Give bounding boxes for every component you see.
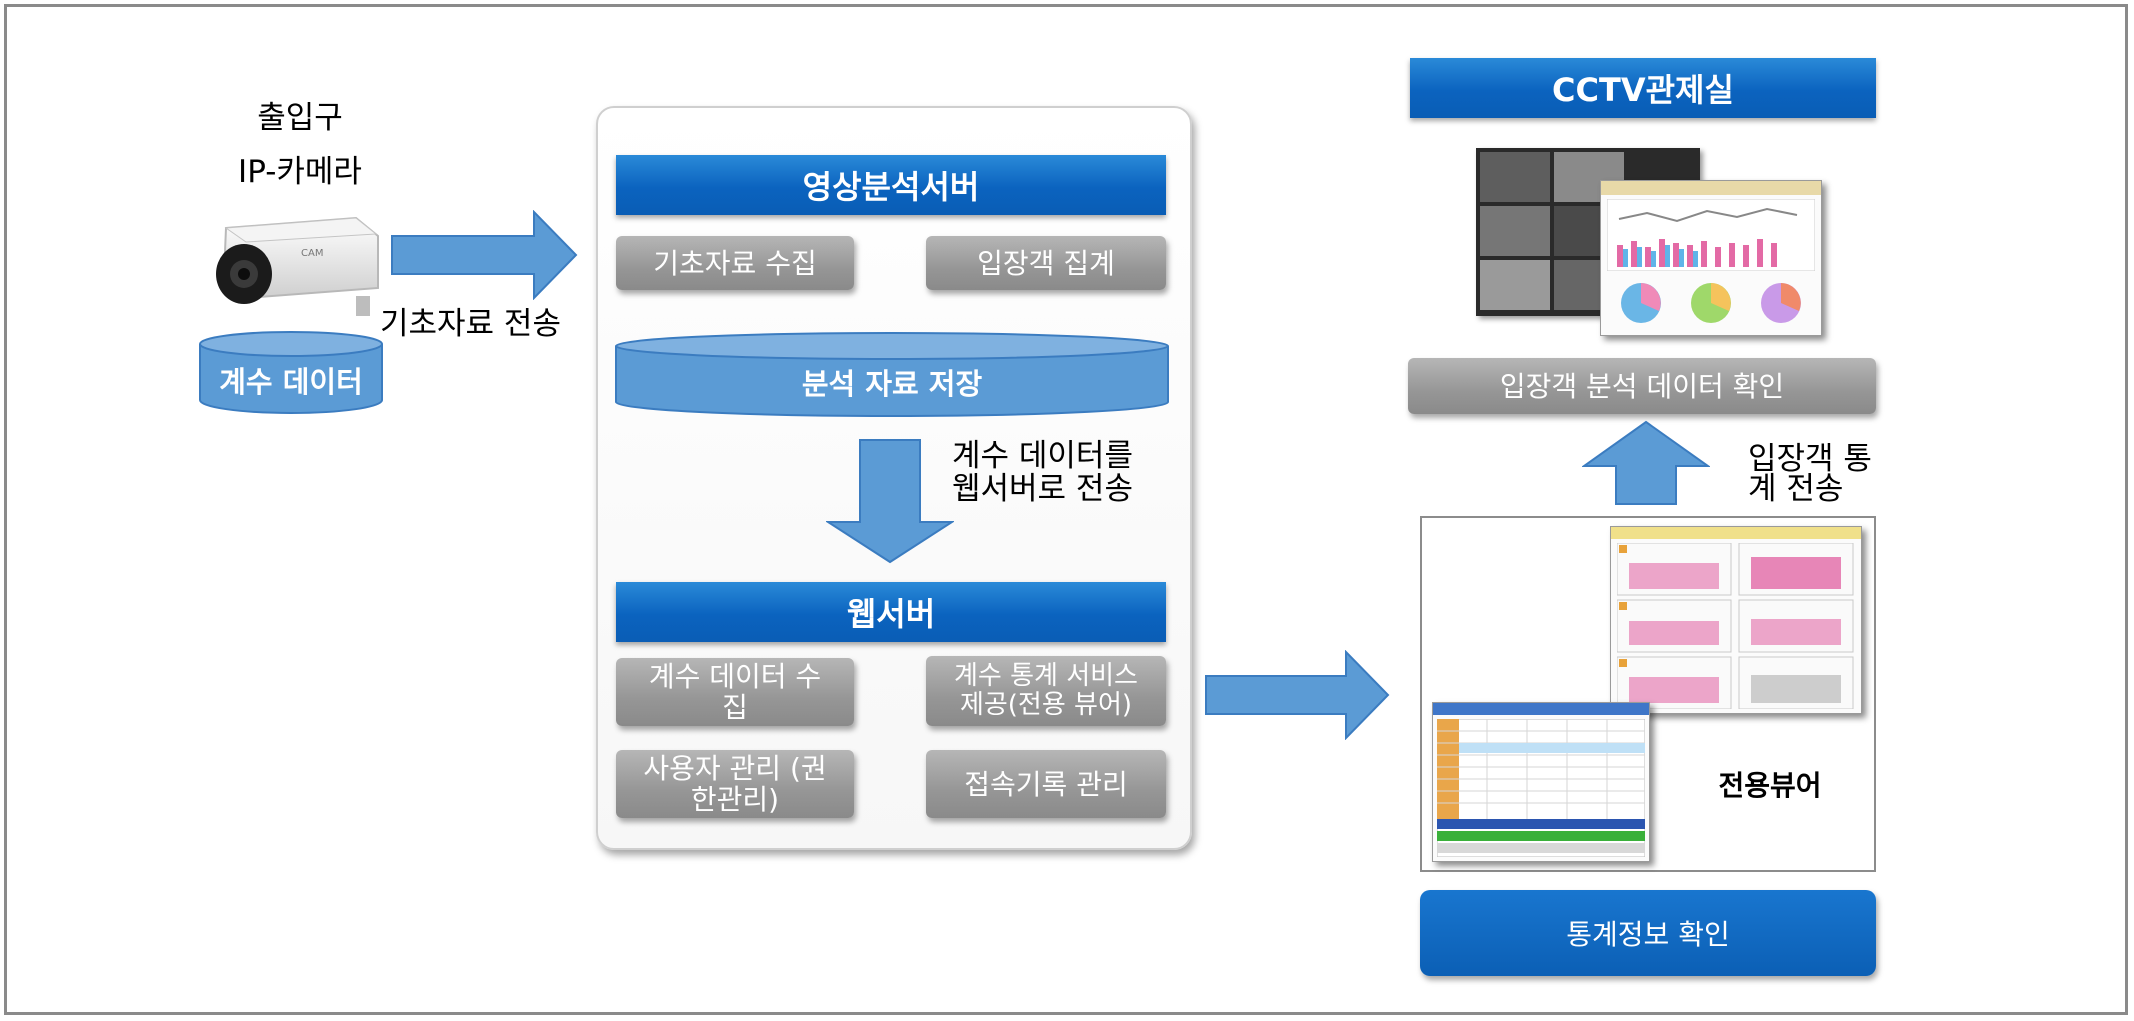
user-management-box: 사용자 관리 (권한관리) xyxy=(616,750,854,818)
web-server-title: 웹서버 xyxy=(616,582,1166,642)
dedicated-viewer-label: 전용뷰어 xyxy=(1718,769,1822,802)
table-thumbnail xyxy=(1437,719,1645,857)
viewer-table-window-image xyxy=(1432,702,1650,862)
svg-text:CAM: CAM xyxy=(301,248,323,259)
stats-grid-thumbnail xyxy=(1617,543,1854,709)
cctv-room-title: CCTV관제실 xyxy=(1410,58,1876,118)
visitor-analysis-confirm-box: 입장객 분석 데이터 확인 xyxy=(1408,358,1876,414)
visitor-count-box: 입장객 집계 xyxy=(926,236,1166,290)
entrance-title: 출입구 xyxy=(257,100,343,136)
visitor-stats-transfer-line2: 계 전송 xyxy=(1748,471,1844,507)
video-analysis-server-title: 영상분석서버 xyxy=(616,155,1166,215)
bar-chart-thumbnail xyxy=(1607,199,1815,271)
transfer-label-line1: 계수 데이터를 xyxy=(952,438,1133,474)
right-arrow-basic-data xyxy=(391,210,578,300)
statistics-confirm-box: 통계정보 확인 xyxy=(1420,890,1876,976)
collect-basic-data-box: 기초자료 수집 xyxy=(616,236,854,290)
analysis-window-image xyxy=(1600,180,1822,336)
basic-data-transfer-label: 기초자료 전송 xyxy=(380,306,561,342)
collect-count-data-box: 계수 데이터 수집 xyxy=(616,658,854,726)
stat-service-box: 계수 통계 서비스 제공(전용 뷰어) xyxy=(926,656,1166,726)
viewer-stats-window-image xyxy=(1610,526,1862,714)
ip-camera-icon: CAM xyxy=(216,216,379,316)
counting-data-label: 계수 데이터 xyxy=(219,365,363,399)
counting-data-cylinder xyxy=(199,331,383,414)
ip-camera-title: IP-카메라 xyxy=(238,154,362,190)
diagram-frame xyxy=(4,4,2128,1015)
visitor-stats-transfer-line1: 입장객 통 xyxy=(1748,441,1872,477)
access-log-box: 접속기록 관리 xyxy=(926,750,1166,818)
analysis-storage-cylinder xyxy=(615,332,1169,417)
right-arrow-to-viewer xyxy=(1205,650,1390,740)
up-arrow-to-cctv xyxy=(1582,420,1710,505)
pie-charts-thumbnail xyxy=(1621,283,1801,323)
down-arrow-to-webserver xyxy=(826,439,954,564)
transfer-label-line2: 웹서버로 전송 xyxy=(952,471,1133,507)
analysis-storage-label: 분석 자료 저장 xyxy=(801,367,983,401)
